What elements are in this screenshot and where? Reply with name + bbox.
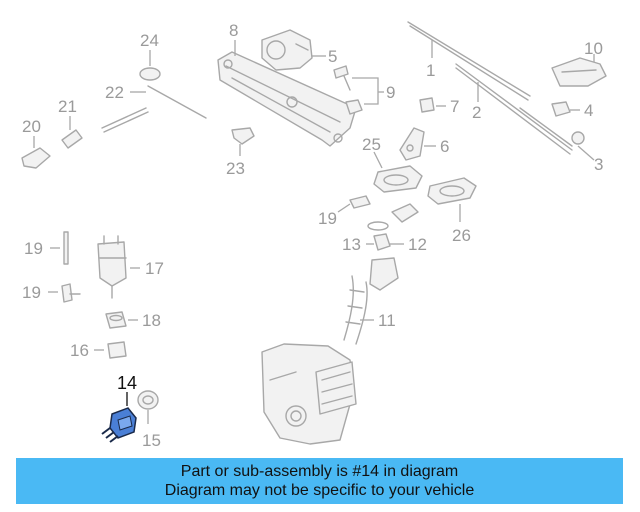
label-24: 23: [226, 159, 245, 178]
hose-fitting: [231, 127, 255, 145]
label-19-lower: 19: [22, 283, 41, 302]
label-1: 1: [426, 61, 435, 80]
filler-neck: [343, 257, 399, 345]
label-13: 13: [342, 235, 361, 254]
label-6: 6: [440, 137, 449, 156]
pump-grommet: [105, 311, 127, 329]
label-18: 18: [142, 311, 161, 330]
hose-connector: [61, 129, 83, 149]
cap: [139, 67, 161, 81]
label-10: 10: [584, 39, 603, 58]
label-8: 8: [229, 21, 238, 40]
nozzle-assembly: [373, 165, 423, 193]
seal-ring: [391, 203, 419, 223]
label-22: 21: [58, 97, 77, 116]
motor-cover: [551, 57, 607, 87]
label-9: 9: [386, 83, 395, 102]
label-2: 2: [472, 103, 481, 122]
label-27: 26: [452, 226, 471, 245]
washer-reservoir: [261, 343, 357, 445]
level-sensor-grommet: [107, 341, 127, 359]
wiper-blade: [407, 21, 531, 101]
hose-t-connector: [61, 283, 81, 303]
washer-hose: [101, 85, 207, 133]
label-25: 24: [140, 31, 159, 50]
banner-line-2: Diagram may not be specific to your vehi…: [164, 482, 475, 499]
label-26: 25: [362, 135, 381, 154]
sensor-seal: [137, 390, 159, 410]
label-11: 11: [378, 311, 396, 330]
nut: [571, 131, 585, 145]
label-5: 5: [328, 47, 337, 66]
filler-cap: [373, 233, 391, 251]
part-info-banner: Part or sub-assembly is #14 in diagram D…: [16, 458, 623, 504]
label-19-upper: 19: [318, 209, 337, 228]
label-17: 17: [145, 259, 164, 278]
label-14: 14: [117, 373, 137, 393]
label-16: 16: [70, 341, 89, 360]
bracket: [399, 127, 425, 161]
level-sensor: [101, 407, 137, 443]
bolt-and-grommet: [333, 65, 363, 115]
label-12: 12: [408, 235, 427, 254]
wiper-arm: [455, 63, 573, 155]
nut-cap: [551, 101, 571, 117]
label-15: 15: [142, 431, 161, 450]
washer-pump: [97, 235, 127, 299]
label-23: 22: [105, 83, 124, 102]
label-3: 3: [594, 155, 603, 174]
wiper-linkage-frame: [217, 51, 357, 147]
seal: [367, 221, 389, 231]
banner-line-1: Part or sub-assembly is #14 in diagram: [180, 463, 459, 480]
label-20: 19: [24, 239, 43, 258]
label-7: 7: [450, 97, 459, 116]
rod: [63, 231, 69, 265]
label-21: 20: [22, 117, 41, 136]
hose-upper: [349, 195, 371, 209]
nozzle-assembly-2: [427, 177, 477, 205]
wiper-motor: [261, 29, 313, 71]
label-4: 4: [584, 101, 593, 120]
grommet: [419, 97, 435, 113]
washer-nozzle: [21, 147, 51, 169]
